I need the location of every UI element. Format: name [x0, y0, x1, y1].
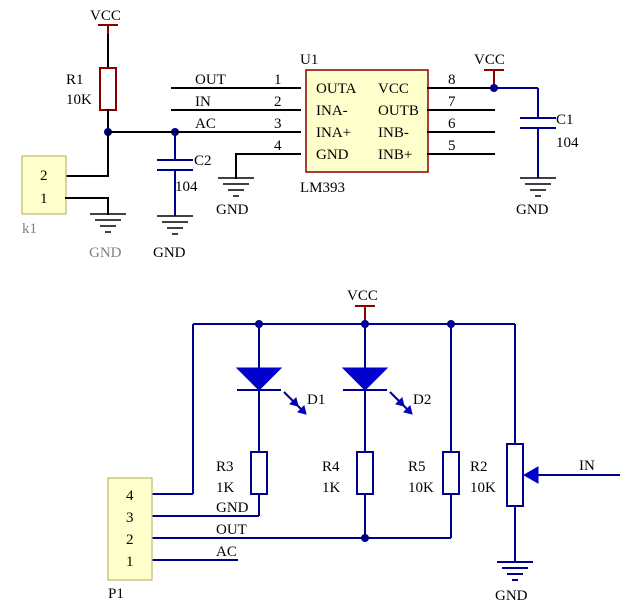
vcc-symbol-r1: VCC: [90, 8, 121, 35]
capacitor-c2: C2 104: [157, 153, 212, 195]
vcc-label: VCC: [347, 288, 378, 304]
pin-name-outb: OUTB: [378, 103, 419, 119]
net-label-in: IN: [195, 94, 211, 110]
pin-num-5: 5: [448, 138, 456, 154]
ground-symbol-u1: GND: [216, 177, 254, 218]
pin-num-4: 4: [274, 138, 282, 154]
gnd-label: GND: [516, 202, 549, 218]
p1-pin-4: 4: [126, 488, 134, 504]
c2-ref: C2: [194, 153, 212, 169]
pin-num-2: 2: [274, 94, 282, 110]
u1-ref: U1: [300, 52, 318, 68]
k1-ref: k1: [22, 221, 37, 237]
gnd-label: GND: [89, 245, 122, 261]
p1-net-ac: AC: [216, 544, 237, 560]
r3-ref: R3: [216, 459, 234, 475]
u1-part: LM393: [300, 180, 345, 196]
pin-name-inb-minus: INB-: [378, 125, 409, 141]
pin-name-ina-minus: INA-: [316, 103, 348, 119]
led-d2: D2: [341, 367, 431, 415]
gnd-label: GND: [216, 202, 249, 218]
pin-num-8: 8: [448, 72, 456, 88]
r2-value: 10K: [470, 480, 496, 496]
pin-name-inb-plus: INB+: [378, 147, 412, 163]
k1-pin-1: 1: [40, 191, 48, 207]
net-label-ac: AC: [195, 116, 216, 132]
ground-symbol-r2: GND: [495, 561, 533, 604]
connector-p1: 4 3 2 1 P1: [107, 477, 153, 602]
vcc-label: VCC: [90, 8, 121, 24]
gnd-label: GND: [153, 245, 186, 261]
resistor-r4: R4 1K: [322, 451, 374, 496]
ground-symbol-k1: GND: [89, 213, 126, 261]
pin-name-vcc: VCC: [378, 81, 409, 97]
r5-value: 10K: [408, 480, 434, 496]
resistor-r3: R3 1K: [216, 451, 268, 496]
pin-name-outa: OUTA: [316, 81, 357, 97]
ic-u1-lm393: U1 1 2 3 4 OUTA INA- INA+ GND VCC OUTB I…: [274, 52, 456, 196]
d2-ref: D2: [413, 392, 431, 408]
p1-pin-3: 3: [126, 510, 134, 526]
p1-pin-1: 1: [126, 554, 134, 570]
vcc-label: VCC: [474, 52, 505, 68]
pin-num-3: 3: [274, 116, 282, 132]
r3-value: 1K: [216, 480, 235, 496]
resistor-r5: R5 10K: [408, 451, 460, 496]
ground-symbol-c1: GND: [516, 177, 556, 218]
ground-symbol-c2: GND: [153, 215, 193, 261]
net-label-in-bottom: IN: [579, 458, 595, 474]
d1-ref: D1: [307, 392, 325, 408]
connector-k1: 2 1 k1: [21, 155, 67, 237]
pin-name-ina-plus: INA+: [316, 125, 351, 141]
p1-pin-2: 2: [126, 532, 134, 548]
p1-net-gnd: GND: [216, 500, 249, 516]
net-label-out: OUT: [195, 72, 226, 88]
k1-pin-2: 2: [40, 168, 48, 184]
pin-num-7: 7: [448, 94, 456, 110]
r5-ref: R5: [408, 459, 426, 475]
p1-net-out: OUT: [216, 522, 247, 538]
pin-name-gnd: GND: [316, 147, 349, 163]
r1-value: 10K: [66, 92, 92, 108]
resistor-r1: R1 10K: [66, 67, 117, 111]
p1-ref: P1: [108, 586, 124, 602]
pin-num-1: 1: [274, 72, 282, 88]
r1-ref: R1: [66, 72, 84, 88]
pin-num-6: 6: [448, 116, 456, 132]
c1-value: 104: [556, 135, 579, 151]
vcc-symbol-bottom: VCC: [347, 288, 378, 324]
gnd-label: GND: [495, 588, 528, 604]
r4-value: 1K: [322, 480, 341, 496]
c1-ref: C1: [556, 112, 574, 128]
capacitor-c1: C1 104: [520, 112, 579, 151]
led-d1: D1: [235, 367, 325, 415]
r4-ref: R4: [322, 459, 340, 475]
vcc-symbol-c1: VCC: [474, 52, 505, 88]
c2-value: 104: [175, 179, 198, 195]
r2-ref: R2: [470, 459, 488, 475]
potentiometer-r2: R2 10K IN: [470, 443, 620, 507]
